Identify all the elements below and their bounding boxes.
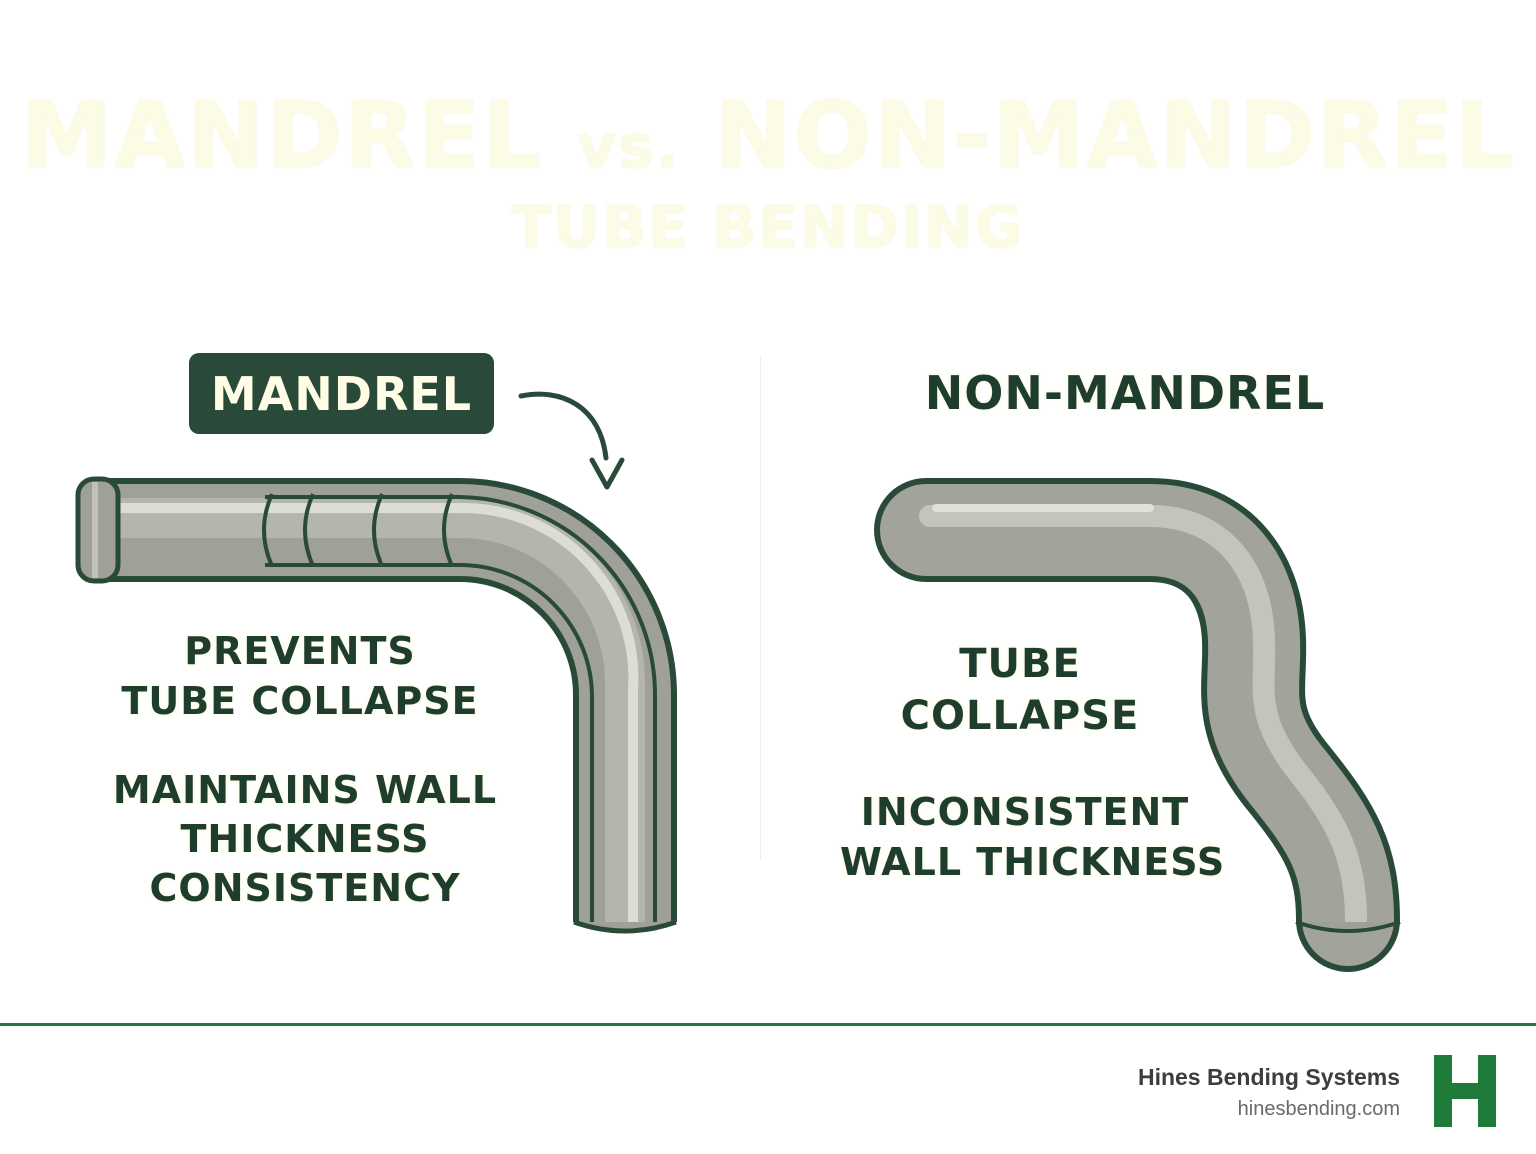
label-line: TUBE COLLAPSE (121, 679, 479, 723)
label-line: PREVENTS (184, 629, 416, 673)
label-line: INCONSISTENT (860, 790, 1190, 834)
mandrel-label-prevents-collapse: PREVENTS TUBE COLLAPSE (120, 626, 480, 726)
hines-logo-icon (1432, 1053, 1498, 1129)
non-mandrel-tube (874, 478, 1401, 972)
label-line: CONSISTENCY (149, 866, 461, 910)
curved-arrow-icon (518, 391, 625, 490)
page-title: MANDREL vs. NON-MANDREL (0, 82, 1536, 189)
column-divider (760, 355, 761, 860)
title-mandrel: MANDREL (20, 82, 543, 189)
label-line: MAINTAINS WALL (112, 768, 498, 812)
label-line: TUBE (959, 641, 1081, 687)
label-line: COLLAPSE (900, 693, 1140, 739)
title-vs: vs. (577, 112, 681, 182)
non-mandrel-label-wall-thickness: INCONSISTENT WALL THICKNESS (840, 787, 1226, 887)
footer-divider (0, 1023, 1536, 1026)
page-subtitle: TUBE BENDING (511, 193, 1025, 261)
website-link[interactable]: hinesbending.com (1237, 1098, 1400, 1120)
mandrel-badge: MANDREL (189, 353, 494, 434)
non-mandrel-label-collapse: TUBE COLLAPSE (880, 638, 1160, 742)
label-line: THICKNESS (180, 817, 430, 861)
mandrel-label-wall-thickness: MAINTAINS WALL THICKNESS CONSISTENCY (105, 766, 505, 913)
title-non-mandrel: NON-MANDREL (714, 82, 1516, 189)
non-mandrel-heading: NON-MANDREL (924, 366, 1326, 420)
label-line: WALL THICKNESS (840, 840, 1226, 884)
mandrel-tube (75, 476, 677, 934)
company-name: Hines Bending Systems (1137, 1064, 1400, 1090)
